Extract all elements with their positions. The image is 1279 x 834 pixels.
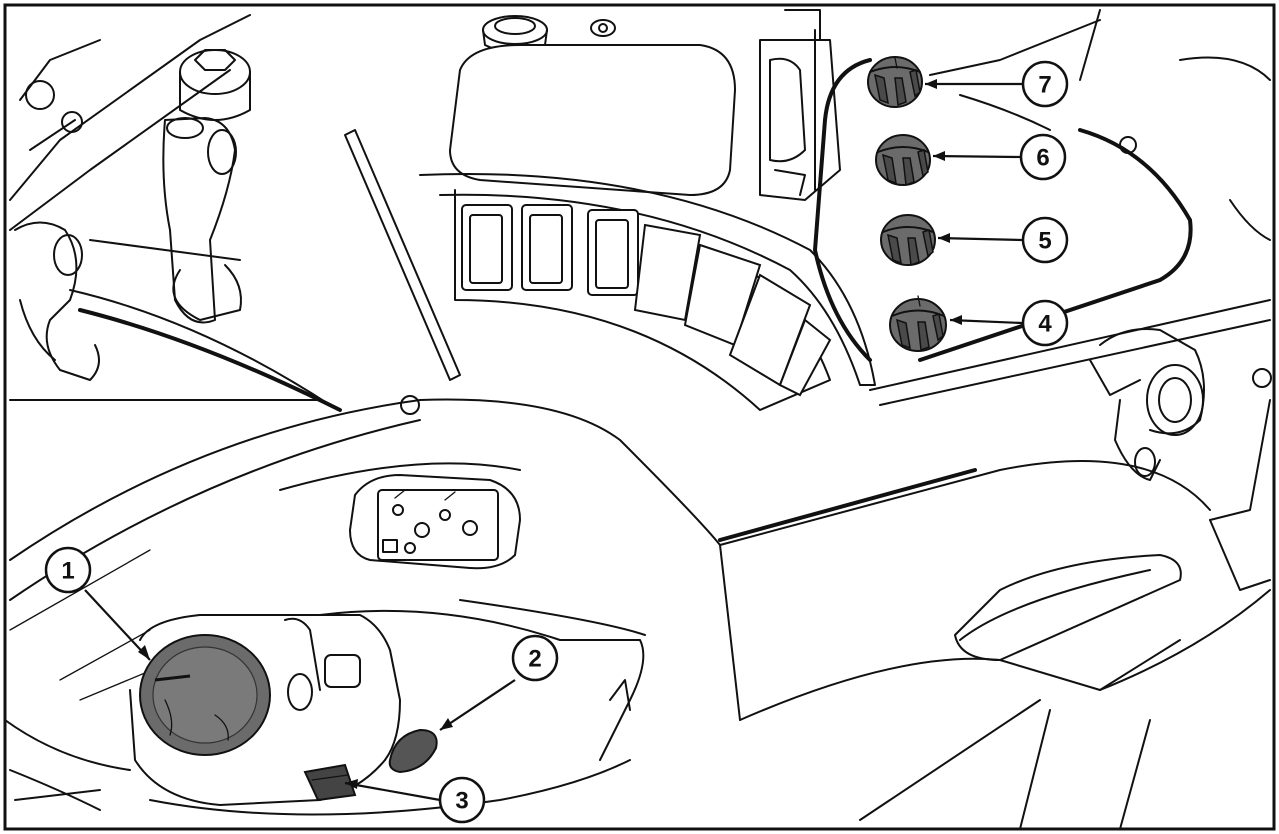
callout-4-label: 4 <box>1038 311 1052 338</box>
callout-7-label: 7 <box>1038 72 1051 99</box>
callout-1-label: 1 <box>61 558 74 585</box>
callout-5: 5 <box>1021 216 1069 264</box>
callout-3-label: 3 <box>455 788 468 815</box>
handle-right-top <box>759 9 841 201</box>
center-console <box>9 395 1271 830</box>
figure-frame <box>3 3 1276 831</box>
joystick-housing <box>4 549 646 816</box>
small-switch <box>303 763 357 802</box>
switch-panel <box>419 172 876 411</box>
callout-1: 1 <box>44 546 92 594</box>
rubber-strip <box>344 129 461 381</box>
callout-7: 7 <box>1021 60 1069 108</box>
callout-6-label: 6 <box>1036 145 1049 172</box>
oval-button <box>388 728 438 774</box>
callout-5-label: 5 <box>1038 228 1051 255</box>
indicator-panel <box>348 473 522 570</box>
right-connector <box>1089 136 1272 481</box>
knob-cable <box>812 19 1193 362</box>
callout-2-label: 2 <box>528 646 541 673</box>
large-rotary-knob <box>139 634 271 756</box>
knob-6 <box>875 134 931 187</box>
callout-3: 3 <box>438 776 486 824</box>
callout-arrows <box>84 79 1023 802</box>
callout-6: 6 <box>1019 133 1067 181</box>
callout-2: 2 <box>511 634 559 682</box>
knob-4 <box>889 295 947 352</box>
left-levers <box>9 14 342 412</box>
display-screen <box>448 44 737 197</box>
knob-7 <box>867 56 923 108</box>
right-body-lines <box>869 9 1271 591</box>
callout-4: 4 <box>1021 299 1069 347</box>
knob-5 <box>880 214 936 267</box>
